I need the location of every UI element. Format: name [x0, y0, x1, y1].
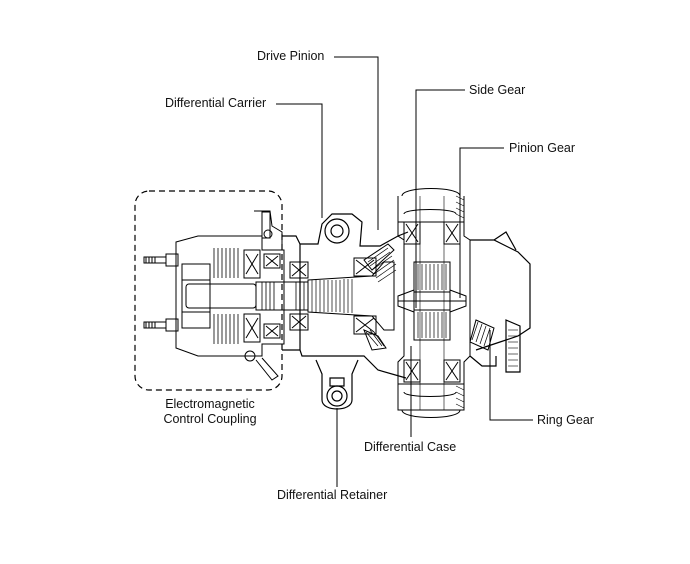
leader-drive-pinion — [334, 56, 379, 230]
coupling-body — [175, 210, 285, 381]
carrier-housing — [282, 213, 409, 410]
leader-ring-gear — [489, 330, 533, 421]
coupling-dashed-outline — [134, 190, 283, 391]
label-electromagnetic-line2: Control Coupling — [163, 412, 257, 426]
right-housing — [469, 231, 531, 373]
label-differential-retainer: Differential Retainer — [277, 488, 388, 502]
label-electromagnetic-line1: Electromagnetic — [165, 397, 255, 411]
label-pinion-gear: Pinion Gear — [509, 141, 576, 155]
label-ring-gear: Ring Gear — [537, 413, 594, 427]
label-electromagnetic-control-coupling: Electromagnetic Control Coupling — [150, 397, 270, 427]
leader-side-gear — [415, 89, 465, 308]
label-side-gear: Side Gear — [469, 83, 526, 97]
leader-differential-carrier — [276, 103, 323, 218]
differential-case — [397, 188, 471, 418]
leader-pinion-gear — [459, 147, 504, 298]
ring-gear — [363, 243, 495, 351]
label-differential-carrier: Differential Carrier — [165, 96, 267, 110]
leader-lines — [276, 56, 533, 487]
drive-pinion-shaft — [255, 257, 395, 335]
coupling-studs — [143, 253, 179, 332]
label-drive-pinion: Drive Pinion — [257, 49, 325, 63]
label-differential-case: Differential Case — [364, 440, 457, 454]
